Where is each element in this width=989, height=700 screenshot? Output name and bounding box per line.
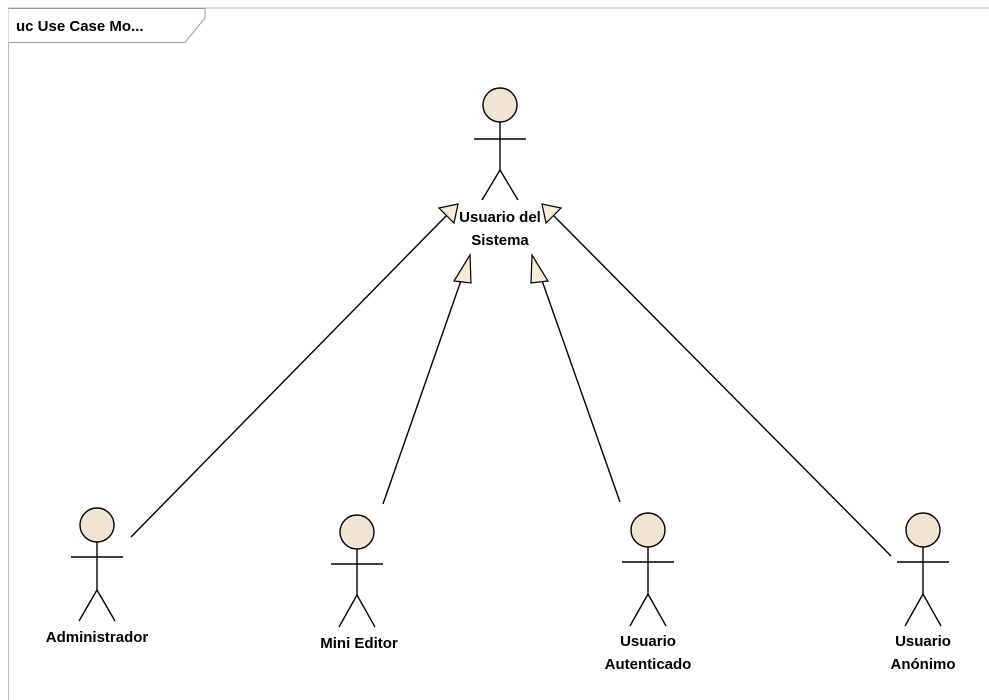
arrowhead-usuario-anonimo <box>541 203 563 225</box>
actor-label-usuario-autenticado-line2: Autenticado <box>605 656 692 673</box>
generalization-line-mini-editor[interactable] <box>382 271 465 505</box>
actor-label-usuario-del-sistema-line1: Usuario del <box>459 209 541 226</box>
actor-label-usuario-anonimo-line1: Usuario <box>895 633 951 650</box>
arrowhead-administrador <box>437 203 459 225</box>
diagram-frame: uc Use Case Mo... <box>8 7 989 700</box>
actor-head <box>905 512 941 548</box>
frame-title: uc Use Case Mo... <box>16 18 144 35</box>
actor-label-usuario-anonimo-line2: Anónimo <box>891 656 956 673</box>
generalization-line-usuario-anonimo[interactable] <box>552 214 892 557</box>
frame-title-tab <box>8 8 206 43</box>
actor-mini-editor[interactable] <box>331 514 383 628</box>
arrowhead-mini-editor <box>452 252 472 284</box>
actor-usuario-autenticado[interactable] <box>622 512 674 627</box>
actor-usuario-del-sistema[interactable] <box>474 87 526 201</box>
generalization-line-administrador[interactable] <box>130 214 448 538</box>
actor-label-bg <box>458 206 542 226</box>
actor-head <box>79 507 115 543</box>
actor-usuario-anonimo[interactable] <box>897 512 949 627</box>
generalization-line-usuario-autenticado[interactable] <box>538 271 621 503</box>
actor-label-mini-editor: Mini Editor <box>320 635 398 652</box>
actor-head <box>339 514 375 550</box>
generalization-lines <box>130 214 892 557</box>
actor-label-administrador: Administrador <box>46 629 149 646</box>
actor-label-usuario-del-sistema-line2: Sistema <box>471 232 529 249</box>
arrowhead-usuario-autenticado <box>530 252 550 284</box>
generalization-arrowheads <box>437 203 563 284</box>
actor-head <box>630 512 666 548</box>
actor-head <box>482 87 518 123</box>
actor-label-usuario-autenticado-line1: Usuario <box>620 633 676 650</box>
actor-administrador[interactable] <box>71 507 123 622</box>
